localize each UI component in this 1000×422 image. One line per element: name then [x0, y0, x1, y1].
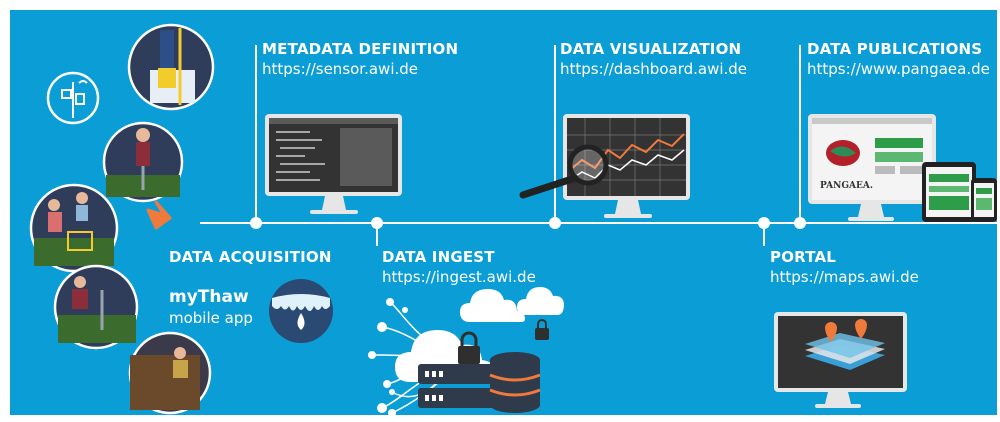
metadata-monitor-icon — [265, 114, 402, 214]
data-ingest-title: DATA INGEST — [382, 248, 495, 266]
metadata-definition-title: METADATA DEFINITION — [262, 40, 459, 58]
data-publications-url[interactable]: https://www.pangaea.de — [807, 60, 990, 78]
pangaea-logo: PANGAEA. — [820, 181, 873, 191]
mythaw-app-icon — [269, 279, 333, 343]
publications-devices-icon — [808, 114, 997, 222]
portal-url[interactable]: https://maps.awi.de — [770, 268, 919, 286]
visualization-monitor-icon — [519, 114, 690, 218]
data-visualization-title: DATA VISUALIZATION — [560, 40, 742, 58]
metadata-definition-url[interactable]: https://sensor.awi.de — [262, 60, 419, 78]
data-publications-title: DATA PUBLICATIONS — [807, 40, 983, 58]
diagram-graphics: PANGAEA. — [29, 23, 997, 415]
timeline-nodes — [250, 217, 806, 229]
data-acquisition-title: DATA ACQUISITION — [169, 248, 332, 266]
portal-monitor-icon — [774, 312, 907, 408]
portal-title: PORTAL — [770, 248, 837, 266]
mythaw-app-name: myThaw — [169, 287, 249, 307]
acquisition-arrow-icon — [146, 200, 172, 230]
field-photos — [29, 23, 215, 415]
data-ingest-url[interactable]: https://ingest.awi.de — [382, 268, 536, 286]
workflow-diagram: PANGAEA. — [10, 10, 997, 415]
magnifier-icon — [567, 144, 609, 186]
data-ingest-cloud-icon — [368, 287, 564, 415]
mythaw-app-subtitle: mobile app — [169, 309, 253, 327]
data-visualization-url[interactable]: https://dashboard.awi.de — [560, 60, 748, 78]
